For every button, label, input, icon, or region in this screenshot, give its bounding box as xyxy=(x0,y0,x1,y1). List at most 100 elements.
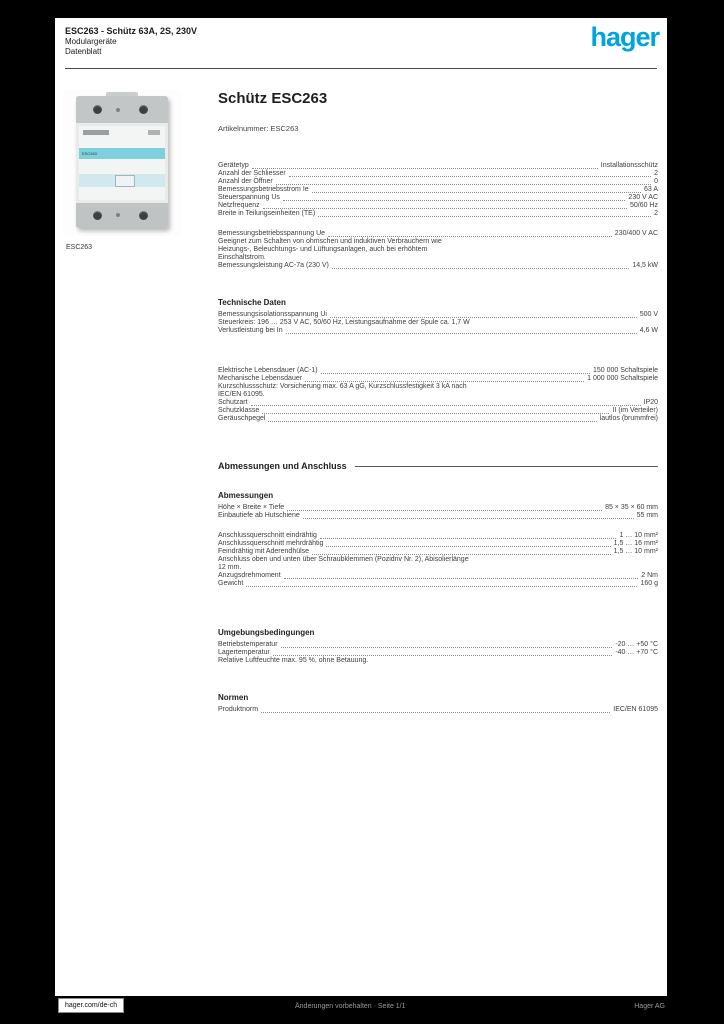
top-terminal-block xyxy=(76,96,168,123)
footer-page-info: Änderungen vorbehalten · Seite 1/1 xyxy=(295,1003,406,1010)
page-footer: hager.com/de-ch Änderungen vorbehalten ·… xyxy=(55,998,667,1016)
dotted-leader xyxy=(288,176,652,177)
spec-value: 1,5 … 16 mm² xyxy=(613,540,658,547)
spec-label: Betriebstemperatur xyxy=(218,641,278,648)
spec-value: II (im Verteiler) xyxy=(612,407,658,414)
spec-label: Netzfrequenz xyxy=(218,202,260,209)
spec-label: Produktnorm xyxy=(218,706,259,713)
header-product-line: ESC263 - Schütz 63A, 2S, 230V xyxy=(65,26,198,36)
footer-url-link[interactable]: hager.com/de-ch xyxy=(58,998,125,1013)
spec-label: Feindrähtig mit Aderendhülse xyxy=(218,548,310,555)
dotted-leader xyxy=(246,586,638,587)
spec-row: Breite in Teilungseinheiten (TE)2 xyxy=(218,210,658,218)
spec-label: Gewicht xyxy=(218,580,244,587)
dotted-leader xyxy=(305,381,585,382)
section-heading: Abmessungen xyxy=(218,491,274,500)
din-clip xyxy=(106,92,138,98)
screw-terminal-icon xyxy=(93,105,102,114)
spec-label: Elektrische Lebensdauer (AC-1) xyxy=(218,367,318,374)
spec-value: 2 xyxy=(654,170,658,177)
spec-value: 14,5 kW xyxy=(632,262,658,269)
spec-value: 160 g xyxy=(640,580,658,587)
spec-row: Steuerspannung Us 230 V AC xyxy=(218,194,658,202)
spec-label: Bemessungsbetriebsspannung Ue xyxy=(218,230,326,237)
spec-value: 85 × 35 × 60 mm xyxy=(605,504,658,511)
spec-label: Schutzklasse xyxy=(218,407,260,414)
spec-value: 2 xyxy=(654,210,658,217)
spec-note: Geeignet zum Schalten von ohmschen und i… xyxy=(218,238,442,261)
spec-label: Steuerspannung Us xyxy=(218,194,280,201)
dotted-leader xyxy=(318,216,652,217)
spec-value: lautlos (brummfrei) xyxy=(599,415,658,422)
bottom-terminal-block xyxy=(76,203,168,228)
header-doc-type: Datenblatt xyxy=(65,47,102,56)
spec-label: Anzugsdrehmoment xyxy=(218,572,281,579)
dotted-leader xyxy=(287,510,603,511)
spec-row: Schutzklasse II (im Verteiler) xyxy=(218,407,658,415)
spec-column: Schütz ESC263 Artikelnummer: ESC263 Gerä… xyxy=(218,90,658,714)
spec-value: IP20 xyxy=(643,399,658,406)
spec-row: Lagertemperatur -40 … +70 °C xyxy=(218,649,658,657)
screw-terminal-icon xyxy=(93,211,102,220)
spec-note: Kurzschlussschutz: Vorsicherung max. 63 … xyxy=(218,383,467,398)
footer-company: Hager AG xyxy=(634,1003,665,1010)
spec-label: Anzahl der Schliesser xyxy=(218,170,286,177)
dotted-leader xyxy=(328,236,612,237)
spec-label: Geräuschpegel xyxy=(218,415,266,422)
dotted-leader xyxy=(272,655,613,656)
dotted-leader xyxy=(250,405,641,406)
header-divider xyxy=(65,68,657,69)
heading-rule xyxy=(354,465,658,467)
spec-value: 0 xyxy=(654,178,658,185)
contactor-device-image: ESC263 xyxy=(76,92,168,228)
product-photo: ESC263 xyxy=(63,90,181,236)
dotted-leader xyxy=(285,333,637,334)
section-heading: Abmessungen und Anschluss xyxy=(218,461,658,471)
spec-value: 230 V AC xyxy=(628,194,658,201)
spec-label: Gerätetyp xyxy=(218,162,249,169)
section-heading: Technische Daten xyxy=(218,298,286,307)
spec-value: 63 A xyxy=(643,186,658,193)
test-hole-icon xyxy=(116,213,120,217)
page-title: Schütz ESC263 xyxy=(218,90,328,107)
spec-value: -20 … +50 °C xyxy=(615,641,658,648)
dotted-leader xyxy=(312,554,611,555)
dotted-leader xyxy=(319,538,617,539)
dotted-leader xyxy=(262,413,610,414)
spec-row: Gerätetyp Installationsschütz xyxy=(218,162,658,170)
spec-section: Anschlussquerschnitt eindrähtig 1 … 10 mm… xyxy=(218,532,658,588)
spec-value: -40 … +70 °C xyxy=(615,649,658,656)
spec-label: Lagertemperatur xyxy=(218,649,270,656)
spec-value: Installationsschütz xyxy=(600,162,658,169)
spec-note: Steuerkreis: 196 … 253 V AC, 50/60 Hz, L… xyxy=(218,319,470,326)
spec-row: Anzahl der Schliesser 2 xyxy=(218,170,658,178)
dotted-leader xyxy=(331,268,630,269)
spec-label: Anschlussquerschnitt eindrähtig xyxy=(218,532,317,539)
spec-note: Anschluss oben und unten über Schraubkle… xyxy=(218,556,469,571)
section-heading: Normen xyxy=(218,693,249,702)
spec-value: 1 … 10 mm² xyxy=(619,532,658,539)
spec-row: Anschlussquerschnitt eindrähtig 1 … 10 mm… xyxy=(218,532,658,540)
manual-switch xyxy=(115,175,135,187)
dotted-leader xyxy=(282,200,626,201)
article-number: Artikelnummer: ESC263 xyxy=(218,124,299,133)
spec-row: Geräuschpegel lautlos (brummfrei) xyxy=(218,415,658,423)
datasheet-page: ESC263 - Schütz 63A, 2S, 230V Modularger… xyxy=(55,18,667,996)
section-heading-text: Abmessungen und Anschluss xyxy=(218,461,347,471)
spec-section: Elektrische Lebensdauer (AC-1)150 000 Sc… xyxy=(218,367,658,423)
device-marking xyxy=(83,130,109,135)
